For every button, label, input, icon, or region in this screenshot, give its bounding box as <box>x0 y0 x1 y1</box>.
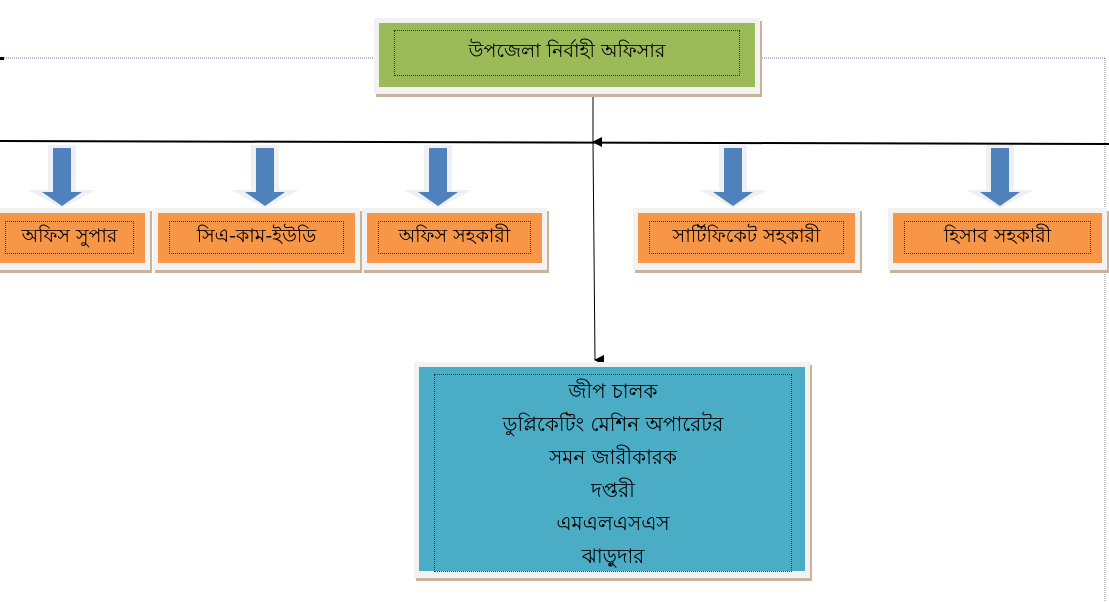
down-arrow-icon <box>42 148 82 206</box>
guide-handle <box>0 57 4 60</box>
staff-list: জীপ চালক ডুপ্লিকেটিং মেশিন অপারেটর সমন জার… <box>434 374 792 572</box>
head-title: উপজেলা নির্বাহী অফিসার <box>468 40 666 62</box>
subordinate-text-frame: সিএ-কাম-ইউডি <box>169 221 344 254</box>
staff-item: দপ্তরী <box>591 478 635 502</box>
subordinate-label: অফিস সহকারী <box>398 224 511 247</box>
staff-item: এমএলএসএস <box>556 511 670 535</box>
down-arrow-icon <box>980 148 1020 206</box>
subordinate-text-frame: সার্টিফিকেট সহকারী <box>649 221 844 254</box>
subordinate-label: সার্টিফিকেট সহকারী <box>672 224 821 247</box>
down-arrow-icon <box>713 148 753 206</box>
subordinate-label: সিএ-কাম-ইউডি <box>196 224 317 247</box>
head-box: উপজেলা নির্বাহী অফিসার <box>374 18 760 94</box>
head-box-fill <box>379 23 755 87</box>
subordinate-text-frame: অফিস সহকারী <box>378 221 531 254</box>
staff-item: জীপ চালক <box>568 379 658 403</box>
staff-item: ডুপ্লিকেটিং মেশিন অপারেটর <box>502 412 724 436</box>
subordinate-box: সিএ-কাম-ইউডি <box>153 208 360 270</box>
down-arrow-icon <box>418 148 458 206</box>
staff-item: সমন জারীকারক <box>549 445 677 469</box>
horizontal-bus-line <box>0 140 1109 145</box>
subordinate-box: অফিস সুপার <box>0 208 150 270</box>
subordinate-box: সার্টিফিকেট সহকারী <box>633 208 860 270</box>
down-arrow-icon <box>245 148 285 206</box>
staff-box-fill <box>419 367 805 571</box>
staff-item: ঝাড়ুদার <box>581 544 645 568</box>
block-arrows <box>28 145 1034 208</box>
subordinate-text-frame: হিসাব সহকারী <box>904 221 1091 254</box>
subordinate-label: অফিস সুপার <box>21 224 118 247</box>
head-text-frame: উপজেলা নির্বাহী অফিসার <box>394 30 740 76</box>
staff-box: জীপ চালক ডুপ্লিকেটিং মেশিন অপারেটর সমন জার… <box>414 362 810 578</box>
subordinate-box: অফিস সহকারী <box>362 208 547 270</box>
subordinate-text-frame: অফিস সুপার <box>5 221 134 254</box>
subordinate-label: হিসাব সহকারী <box>943 224 1052 247</box>
staff-connector <box>592 141 605 365</box>
subordinate-box: হিসাব সহকারী <box>888 208 1107 270</box>
